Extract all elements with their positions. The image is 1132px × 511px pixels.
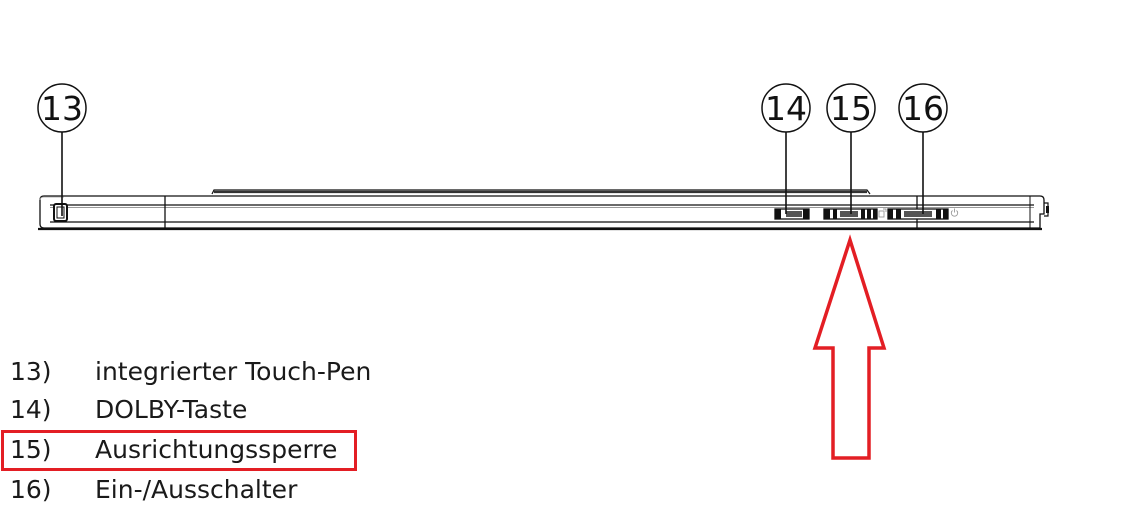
legend-item-number: 16) bbox=[10, 475, 52, 504]
rotation-lock-icon bbox=[878, 208, 887, 218]
highlight-arrow bbox=[812, 234, 887, 460]
touch-pen-slot bbox=[53, 203, 68, 222]
legend-item-number: 15) bbox=[10, 435, 52, 464]
power-icon bbox=[950, 208, 959, 217]
callout-16: 16 bbox=[898, 83, 948, 214]
dolby-button bbox=[774, 208, 810, 220]
top-strip bbox=[211, 189, 871, 195]
legend-item-label: Ausrichtungssperre bbox=[95, 435, 338, 464]
tablet-edge bbox=[38, 189, 1049, 231]
highlight-box bbox=[1, 430, 357, 471]
callout-13-number: 13 bbox=[41, 89, 83, 128]
legend-item-number: 14) bbox=[10, 395, 52, 424]
callout-15: 15 bbox=[826, 83, 876, 214]
callout-13: 13 bbox=[37, 83, 87, 216]
body-outline bbox=[39, 195, 1045, 229]
legend-item-label: Ein-/Ausschalter bbox=[95, 475, 298, 504]
callout-14-number: 14 bbox=[765, 89, 807, 128]
callout-16-number: 16 bbox=[902, 89, 944, 128]
callout-14: 14 bbox=[761, 83, 811, 214]
power-switch bbox=[887, 208, 949, 220]
callout-15-number: 15 bbox=[830, 89, 872, 128]
legend-item-label: integrierter Touch-Pen bbox=[95, 357, 372, 386]
legend-item-number: 13) bbox=[10, 357, 52, 386]
legend-item-label: DOLBY-Taste bbox=[95, 395, 248, 424]
